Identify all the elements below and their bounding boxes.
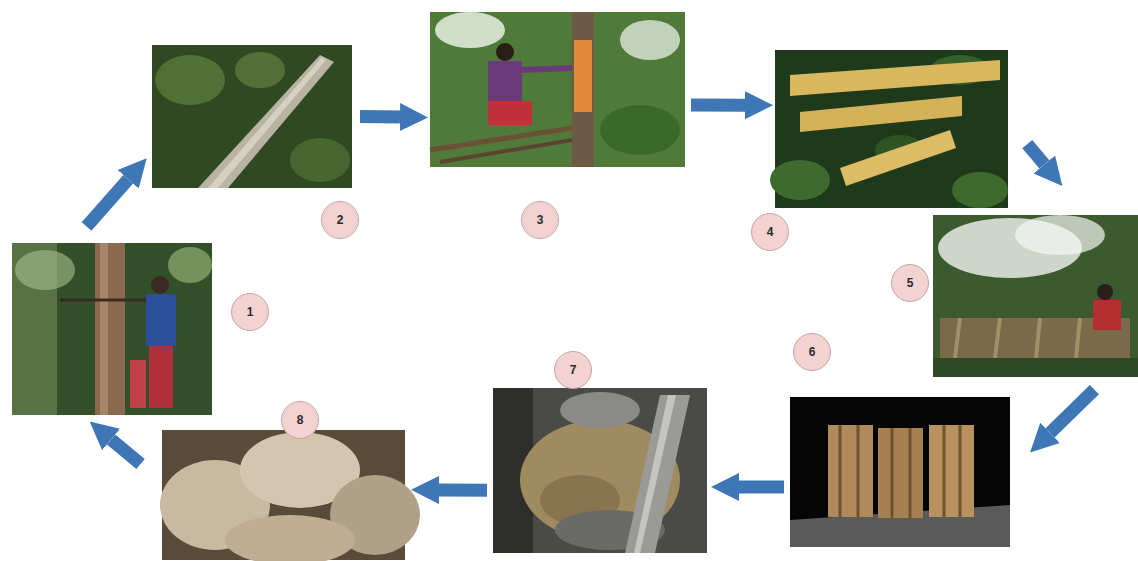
photo-powder-sacks bbox=[160, 430, 420, 561]
photo-mortar-pounding bbox=[493, 388, 707, 553]
flow-arrow bbox=[691, 99, 745, 112]
callout-circle: 6 bbox=[793, 333, 831, 371]
flow-arrow bbox=[1027, 144, 1044, 164]
photo-smoking-bark bbox=[933, 215, 1138, 377]
callout-number: 8 bbox=[297, 414, 304, 426]
callout-number: 7 bbox=[570, 364, 577, 376]
photo-step: 3 bbox=[430, 12, 685, 167]
photo-bark-bundles bbox=[790, 397, 1010, 547]
flow-arrow bbox=[739, 481, 784, 494]
photo-felled-trunk bbox=[152, 45, 352, 188]
callout-circle: 4 bbox=[751, 213, 789, 251]
callout-number: 1 bbox=[247, 306, 254, 318]
callout-circle: 3 bbox=[521, 201, 559, 239]
callout-number: 3 bbox=[537, 214, 544, 226]
callout-circle: 8 bbox=[281, 401, 319, 439]
flow-arrow bbox=[439, 483, 487, 496]
flow-arrow bbox=[111, 439, 140, 464]
photo-step: 1 bbox=[12, 243, 212, 415]
photo-step: 8 bbox=[162, 430, 405, 560]
photo-bark-strips bbox=[770, 50, 1008, 208]
callout-number: 6 bbox=[809, 346, 816, 358]
photo-debarking bbox=[430, 12, 685, 167]
photo-step: 7 bbox=[493, 388, 707, 553]
photo-step: 6 bbox=[790, 397, 1010, 547]
callout-circle: 7 bbox=[554, 351, 592, 389]
callout-number: 4 bbox=[767, 226, 774, 238]
flow-arrow bbox=[360, 110, 400, 123]
callout-circle: 1 bbox=[231, 293, 269, 331]
callout-number: 5 bbox=[907, 277, 914, 289]
photo-step: 5 bbox=[933, 215, 1138, 377]
callout-circle: 5 bbox=[891, 264, 929, 302]
photo-tree-harvester bbox=[12, 243, 212, 415]
photo-step: 2 bbox=[152, 45, 352, 188]
photo-step: 4 bbox=[775, 50, 1008, 208]
callout-circle: 2 bbox=[321, 201, 359, 239]
callout-number: 2 bbox=[337, 214, 344, 226]
flow-arrow bbox=[87, 179, 129, 226]
flow-arrow bbox=[1050, 390, 1094, 433]
